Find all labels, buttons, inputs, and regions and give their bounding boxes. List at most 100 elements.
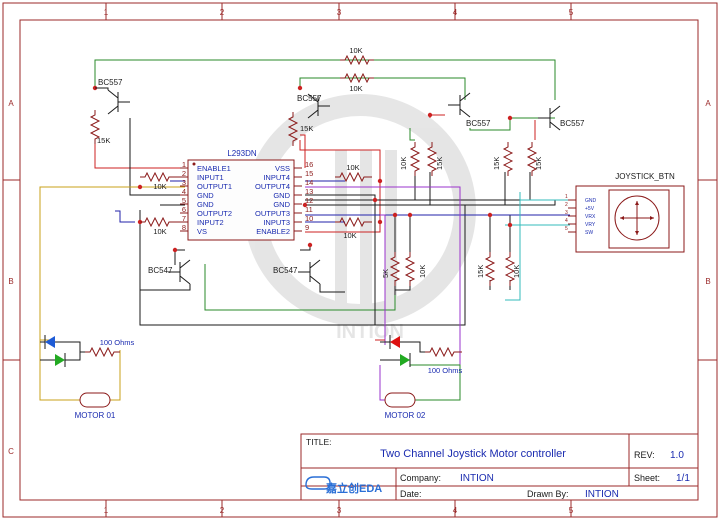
drawn-by-label: Drawn By:: [527, 489, 569, 499]
joystick-pin-stubs: [568, 199, 576, 233]
title-block-grid: [301, 434, 698, 500]
col-mark-bottom: 2: [220, 506, 225, 515]
ic-pin-label: INPUT3: [263, 218, 290, 227]
ic-pin-label: GND: [273, 200, 290, 209]
resistor-top1: [340, 54, 374, 66]
resistor-label: 10K: [346, 163, 359, 172]
ic-pin-label: OUTPUT4: [255, 182, 290, 191]
resistor-labels: 10K 10K 15K 15K 10K 10K 10K 10K 10K 15K …: [97, 46, 543, 278]
ic-left-pins: 1 2 3 4 5 6 7 8 ENABLE1 INPUT1 OUTPUT1 G…: [182, 160, 232, 236]
ic-pin-label: ENABLE2: [256, 227, 290, 236]
rev-value: 1.0: [670, 450, 684, 461]
joystick-pin-number: 3: [565, 210, 568, 216]
ic-pin-label: INPUT2: [197, 218, 224, 227]
frame-markers: 1 2 3 4 5 1 2 3 4 5 A B C A B: [8, 8, 711, 515]
ic-pin-number: 4: [182, 187, 186, 196]
led-green-icon: [400, 354, 410, 366]
resistor-label: 15K: [435, 157, 444, 170]
date-label: Date:: [400, 489, 422, 499]
resistors-vertical: [89, 110, 538, 286]
pin1-marker: [192, 162, 196, 166]
transistor-label: BC557: [466, 119, 491, 128]
ic-right-pins: 16 15 14 13 12 11 10 9 VSS INPUT4 OUTPUT…: [255, 160, 313, 236]
resistor-label: 15K: [300, 124, 313, 133]
drawn-by-value: INTION: [585, 489, 619, 500]
easyeda-logo: 嘉立创EDA: [305, 476, 382, 495]
resistor-top2: [340, 72, 374, 84]
ic-pin-label: INPUT4: [263, 173, 290, 182]
col-mark-top: 2: [220, 8, 225, 17]
resistor-led1: [85, 346, 120, 358]
ic-pin-number: 12: [305, 196, 313, 205]
watermark-bar: [335, 150, 347, 320]
resistor-v1b: [426, 142, 438, 176]
resistor-in4: [335, 171, 372, 183]
transistors: [95, 87, 561, 293]
joystick-title: JOYSTICK_BTN: [615, 172, 675, 181]
ic-pin-label: OUTPUT1: [197, 182, 232, 191]
ic-pin-number: 16: [305, 160, 313, 169]
joystick-pin-label: +5V: [585, 206, 595, 212]
row-mark-left: A: [8, 99, 14, 108]
resistor-label: 10K: [512, 265, 521, 278]
led-red-icon: [390, 336, 400, 348]
resistor-label: 15K: [476, 265, 485, 278]
leds-motor1: [40, 335, 85, 367]
ic-body: [187, 159, 295, 241]
joystick-pin-number: 4: [565, 218, 568, 224]
col-mark-bottom: 1: [104, 506, 109, 515]
ic-pin-number: 5: [182, 196, 186, 205]
ic-pin-number: 9: [305, 223, 309, 232]
ic-pin-number: 1: [182, 160, 186, 169]
joystick-pin-number: 1: [565, 194, 568, 200]
ic-pin-label: GND: [273, 191, 290, 200]
resistor-label: 5K: [381, 269, 390, 278]
resistor-label: 10K: [399, 157, 408, 170]
col-mark-top: 5: [569, 8, 574, 17]
company-value: INTION: [460, 473, 494, 484]
transistor-q6: [298, 259, 345, 293]
transistor-labels: BC557 BC557 BC557 BC557 BC547 BC547: [98, 78, 585, 275]
joystick-stick-icon: [614, 195, 660, 241]
ic-pin-label: GND: [197, 191, 214, 200]
ic-pin-number: 11: [305, 205, 313, 214]
title-block-frame: [300, 433, 699, 501]
ic-name: L293DN: [227, 149, 257, 158]
transistor-q4: [538, 105, 561, 131]
resistor-label: 15K: [492, 157, 501, 170]
led-resistor-labels: 100 Ohms 100 Ohms: [100, 338, 463, 375]
led-green-icon: [55, 354, 65, 366]
resistor-in2: [140, 216, 180, 228]
transistor-label: BC557: [560, 119, 585, 128]
joystick-pins: 1 2 3 4 5 GND +5V VRX VRY SW: [565, 194, 597, 236]
watermark-text: INTION: [336, 321, 404, 343]
resistor-l2a: [484, 252, 496, 286]
resistor-label: 100 Ohms: [100, 338, 135, 347]
ic-pin-number: 14: [305, 178, 313, 187]
ic-pin-number: 15: [305, 169, 313, 178]
ic-pin-number: 6: [182, 205, 186, 214]
resistor-in1: [140, 171, 180, 183]
resistor-label: 15K: [534, 157, 543, 170]
resistor-label: 10K: [343, 231, 356, 240]
leds-motor2: [380, 335, 425, 367]
wires: [39, 59, 570, 401]
row-mark-right: A: [705, 99, 711, 108]
motor-label: MOTOR 01: [75, 411, 116, 420]
transistor-label: BC547: [273, 266, 298, 275]
resistor-q2-base: [287, 112, 299, 146]
ic-pin-label: GND: [197, 200, 214, 209]
transistor-label: BC557: [98, 78, 123, 87]
transistor-q3: [448, 92, 471, 118]
resistor-label: 15K: [97, 136, 110, 145]
ic-pin-label: VS: [197, 227, 207, 236]
joystick-pin-number: 2: [565, 202, 568, 208]
ic-pin-label: VSS: [275, 164, 290, 173]
joystick-stick-frame: [608, 189, 670, 249]
watermark-bar: [360, 150, 372, 320]
ic-pin-number: 2: [182, 169, 186, 178]
title-label: TITLE:: [306, 437, 332, 447]
resistor-label: 10K: [349, 46, 362, 55]
sheet-value: 1/1: [676, 473, 690, 484]
